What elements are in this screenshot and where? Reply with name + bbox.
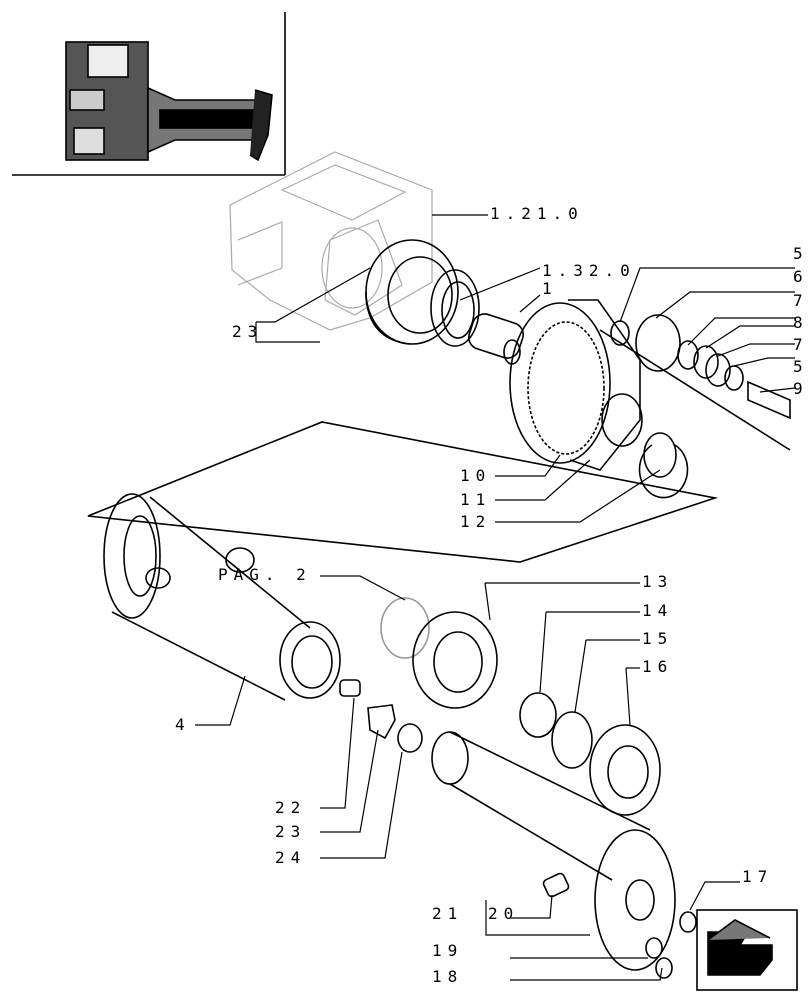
callout-24: 24 bbox=[275, 848, 307, 867]
callout-12: 12 bbox=[460, 512, 492, 531]
callout-9: 9 bbox=[793, 379, 808, 398]
callout-15: 15 bbox=[642, 629, 674, 648]
axle-shaft bbox=[431, 731, 676, 971]
callout-18: 18 bbox=[432, 967, 464, 986]
ref-label-1-21-0: 1.21.0 bbox=[490, 204, 584, 223]
transmission-thumbnail-icon bbox=[12, 12, 286, 176]
callout-5b: 5 bbox=[793, 357, 808, 376]
snap-ring-14 bbox=[519, 692, 557, 738]
bearing-13 bbox=[412, 611, 498, 709]
callout-6: 6 bbox=[793, 267, 808, 286]
callout-8: 8 bbox=[793, 313, 808, 332]
seal bbox=[380, 597, 430, 659]
snap-ring-12 bbox=[638, 444, 689, 499]
next-page-arrow-icon bbox=[696, 909, 798, 991]
callout-17: 17 bbox=[742, 867, 774, 886]
lock-plate-23 bbox=[367, 704, 396, 740]
inner-bearing bbox=[430, 269, 480, 347]
callout-19: 19 bbox=[432, 941, 464, 960]
callout-13: 13 bbox=[642, 572, 674, 591]
assembly-plane bbox=[87, 421, 719, 563]
leader-lines bbox=[195, 214, 796, 981]
pinion-shaft-1 bbox=[468, 313, 524, 365]
callout-22: 22 bbox=[275, 798, 307, 817]
ref-label-23-top: 23 bbox=[232, 322, 264, 341]
ref-label-20: 20 bbox=[488, 904, 520, 923]
callout-5a: 5 bbox=[793, 244, 808, 263]
planet-gear-stack bbox=[599, 314, 791, 451]
washer-24 bbox=[397, 723, 423, 753]
hub-flange bbox=[365, 239, 459, 345]
callout-1: 1 bbox=[542, 279, 558, 298]
callout-7b: 7 bbox=[793, 335, 808, 354]
washer-19 bbox=[645, 937, 663, 959]
callout-14: 14 bbox=[642, 601, 674, 620]
stud-bolt-21 bbox=[542, 872, 570, 898]
ref-label-1-32-0: 1.32.0 bbox=[542, 261, 636, 280]
callout-16: 16 bbox=[642, 657, 674, 676]
ref-label-21: 21 bbox=[432, 904, 464, 923]
callout-23: 23 bbox=[275, 822, 307, 841]
bearing-16 bbox=[589, 724, 661, 816]
nut-18 bbox=[655, 957, 673, 979]
ref-label-pag-2: PAG. 2 bbox=[218, 565, 312, 584]
spacer-ring-15 bbox=[551, 711, 593, 769]
axle-housing-4 bbox=[103, 493, 341, 701]
ring-gear-10 bbox=[509, 299, 677, 478]
callout-11: 11 bbox=[460, 490, 492, 509]
callout-4: 4 bbox=[175, 715, 191, 734]
callout-7a: 7 bbox=[793, 291, 808, 310]
bolt-17 bbox=[679, 911, 697, 933]
callout-10: 10 bbox=[460, 466, 492, 485]
bolt-22 bbox=[339, 679, 361, 697]
